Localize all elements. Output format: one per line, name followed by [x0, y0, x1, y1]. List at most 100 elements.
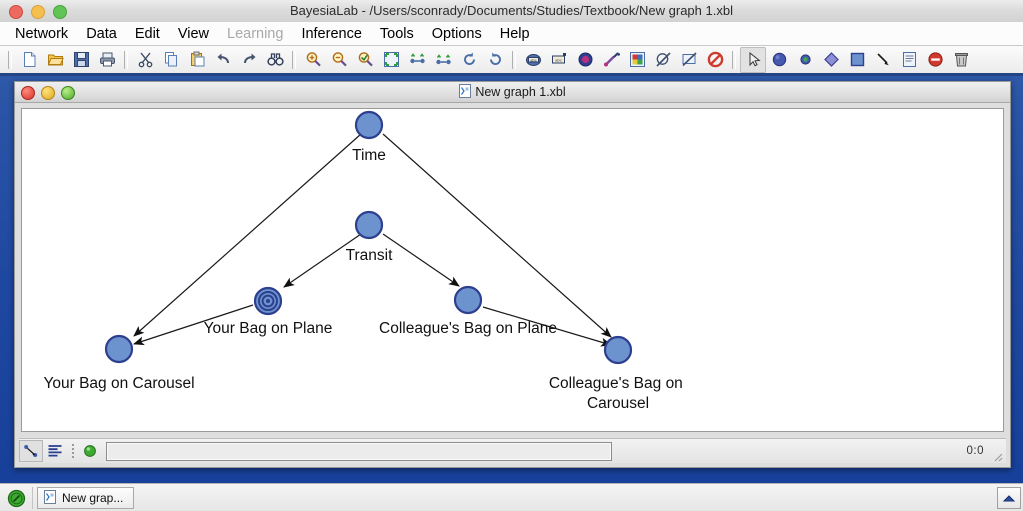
child-close-button[interactable] — [21, 86, 35, 100]
menu-edit[interactable]: Edit — [134, 25, 160, 42]
magic-wand-icon[interactable] — [598, 47, 624, 73]
toolbar-separator — [732, 50, 736, 69]
new-document-icon[interactable] — [16, 47, 42, 73]
add-small-node-icon[interactable] — [792, 47, 818, 73]
add-arc-icon[interactable] — [870, 47, 896, 73]
edge-colleague-bag-plane-colleague-bag-carousel[interactable] — [482, 306, 612, 347]
zoom-in-icon[interactable] — [300, 47, 326, 73]
hide-monitor-icon[interactable] — [650, 47, 676, 73]
edge-transit-your-bag-plane[interactable] — [283, 233, 362, 288]
zoom-out-icon[interactable] — [326, 47, 352, 73]
mdi-desktop: New graph 1.xbl — [0, 73, 1023, 483]
menu-bar: Network Data Edit View Learning Inferenc… — [0, 22, 1023, 46]
node-colleagues-bag-on-plane[interactable]: Colleague's Bag on Plane — [379, 285, 557, 337]
resize-grip[interactable] — [991, 449, 1003, 462]
print-icon[interactable] — [94, 47, 120, 73]
add-diamond-node-icon[interactable] — [818, 47, 844, 73]
toolbar-separator — [124, 50, 128, 69]
open-folder-icon[interactable] — [42, 47, 68, 73]
taskbar-item-label: New grap... — [62, 491, 124, 505]
close-button[interactable] — [9, 5, 23, 19]
show-desktop-icon[interactable] — [997, 487, 1021, 509]
spread-vertical-icon[interactable] — [430, 47, 456, 73]
graph-nodes: Time Transit Your Bag on Plane — [43, 110, 687, 412]
graph-canvas[interactable]: Time Transit Your Bag on Plane — [21, 108, 1004, 432]
mdi-shadow — [0, 73, 1023, 76]
rotate-right-icon[interactable] — [482, 47, 508, 73]
bayesian-network-graph[interactable]: Time Transit Your Bag on Plane — [22, 109, 1003, 431]
child-window-title-row: New graph 1.xbl — [15, 82, 1010, 102]
node-name-icon[interactable]: abc — [520, 47, 546, 73]
add-square-node-icon[interactable] — [844, 47, 870, 73]
taskbar-separator — [32, 487, 33, 509]
color-palette-icon[interactable] — [624, 47, 650, 73]
child-traffic-lights — [21, 86, 75, 100]
node-label-your-bag-on-plane: Your Bag on Plane — [204, 320, 333, 337]
green-status-light — [78, 440, 102, 462]
child-minimize-button[interactable] — [41, 86, 55, 100]
node-time[interactable]: Time — [352, 110, 386, 164]
graph-edges — [133, 133, 612, 347]
node-your-bag-on-carousel[interactable]: Your Bag on Carousel — [43, 334, 195, 392]
menu-tools[interactable]: Tools — [379, 25, 414, 42]
window-title: BayesiaLab - /Users/sconrady/Documents/S… — [290, 3, 733, 18]
paste-icon[interactable] — [184, 47, 210, 73]
svg-text:abc: abc — [555, 57, 561, 62]
add-node-icon[interactable] — [766, 47, 792, 73]
zoom-fit-icon[interactable] — [352, 47, 378, 73]
edge-transit-colleague-bag-plane[interactable] — [382, 233, 460, 287]
application-taskbar: New grap... — [0, 483, 1023, 511]
node-transit[interactable]: Transit — [346, 210, 393, 264]
node-your-bag-on-plane[interactable]: Your Bag on Plane — [204, 286, 333, 337]
menu-inference[interactable]: Inference — [301, 25, 362, 42]
child-zoom-button[interactable] — [61, 86, 75, 100]
svg-text:abc: abc — [530, 57, 536, 62]
status-separator — [71, 441, 74, 461]
undo-arrow-icon[interactable] — [210, 47, 236, 73]
node-label-your-bag-on-carousel: Your Bag on Carousel — [43, 375, 194, 392]
green-clock-icon[interactable] — [4, 487, 28, 509]
menu-learning: Learning — [227, 25, 284, 42]
node-label-time: Time — [352, 147, 386, 164]
menu-data[interactable]: Data — [86, 25, 117, 42]
edge-your-bag-plane-your-bag-carousel[interactable] — [133, 304, 254, 346]
edge-time-colleague-bag-carousel[interactable] — [382, 133, 612, 338]
node-comment-icon[interactable]: abc — [546, 47, 572, 73]
cut-scissors-icon[interactable] — [132, 47, 158, 73]
menu-help[interactable]: Help — [499, 25, 530, 42]
zoom-button[interactable] — [53, 5, 67, 19]
monitor-circle-icon[interactable] — [572, 47, 598, 73]
rotate-left-icon[interactable] — [456, 47, 482, 73]
save-icon[interactable] — [68, 47, 94, 73]
copy-icon[interactable] — [158, 47, 184, 73]
menu-network[interactable]: Network — [15, 25, 69, 42]
menu-view[interactable]: View — [177, 25, 209, 42]
edge-time-your-bag-carousel[interactable] — [133, 133, 362, 337]
minimize-button[interactable] — [31, 5, 45, 19]
menu-options[interactable]: Options — [431, 25, 482, 42]
hide-comment-icon[interactable] — [676, 47, 702, 73]
spread-horizontal-icon[interactable] — [404, 47, 430, 73]
add-comment-icon[interactable] — [896, 47, 922, 73]
remove-icon[interactable] — [922, 47, 948, 73]
fit-to-window-icon[interactable] — [378, 47, 404, 73]
child-window-title: New graph 1.xbl — [475, 85, 566, 99]
window-titlebar: BayesiaLab - /Users/sconrady/Documents/S… — [0, 0, 1023, 23]
find-binoculars-icon[interactable] — [262, 47, 288, 73]
coordinates-readout: 0:0 — [966, 445, 984, 457]
delete-trash-icon[interactable] — [948, 47, 974, 73]
toolbar-separator — [292, 50, 296, 69]
align-list-icon[interactable] — [43, 440, 67, 462]
node-label-colleagues-bag-on-plane: Colleague's Bag on Plane — [379, 320, 557, 337]
window-traffic-lights — [9, 5, 67, 19]
hide-all-icon[interactable] — [702, 47, 728, 73]
arrow-select-tool[interactable] — [740, 46, 766, 73]
node-colleagues-bag-on-carousel[interactable]: Colleague's Bag on Carousel — [549, 335, 687, 412]
taskbar-item-new-graph[interactable]: New grap... — [37, 487, 135, 509]
xbl-document-icon — [44, 489, 56, 507]
child-window-titlebar: New graph 1.xbl — [15, 82, 1010, 103]
toolbar-separator — [512, 50, 516, 69]
redo-arrow-icon[interactable] — [236, 47, 262, 73]
edit-arcs-icon[interactable] — [19, 440, 43, 462]
